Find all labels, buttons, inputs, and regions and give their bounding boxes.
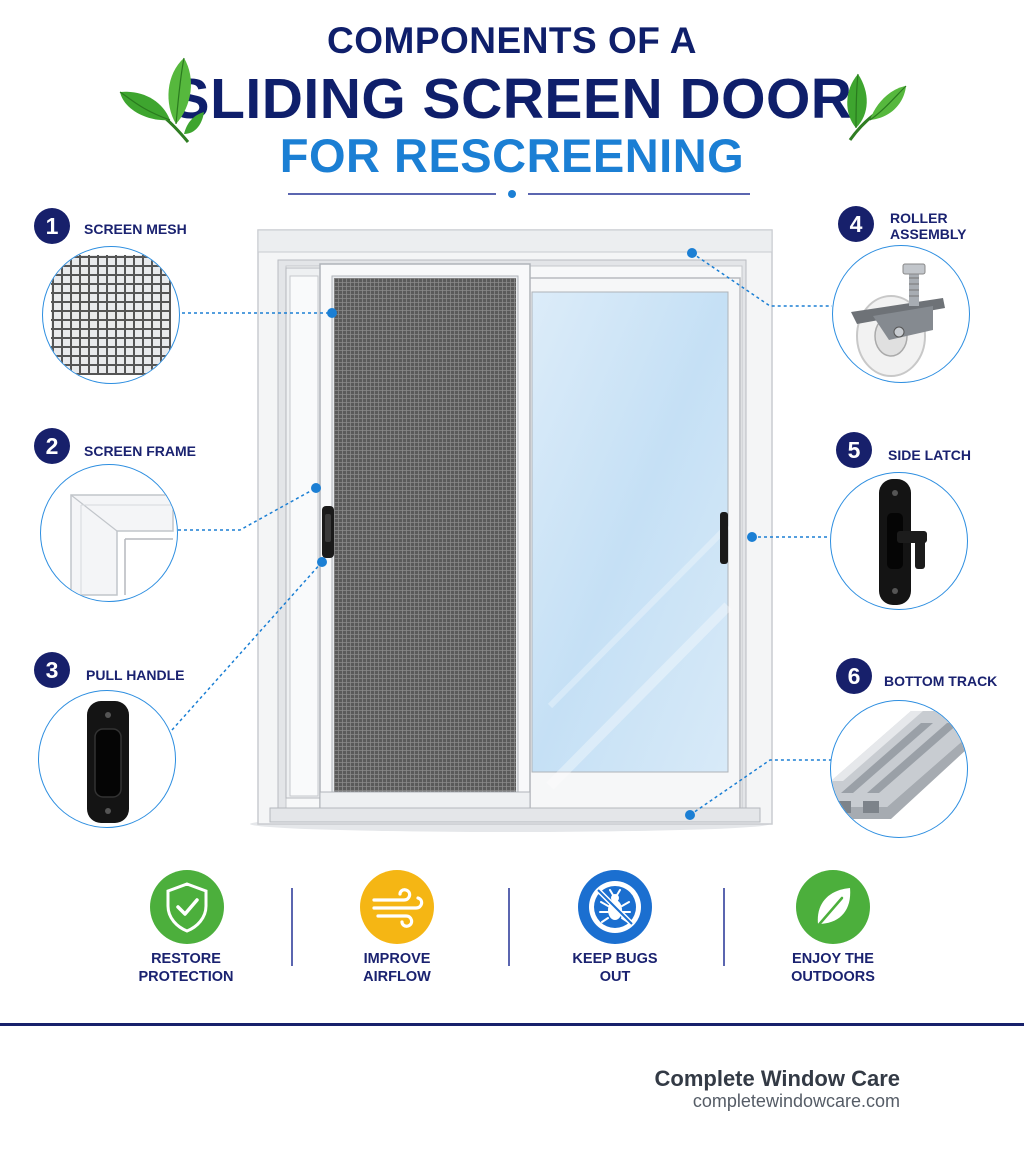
component-5-circle <box>830 472 968 610</box>
benefit-2-line1: IMPROVE <box>363 951 431 967</box>
benefit-2-label: IMPROVE AIRFLOW <box>322 950 472 986</box>
title-line-2: SLIDING SCREEN DOOR <box>171 67 853 131</box>
benefit-4-label: ENJOY THE OUTDOORS <box>758 950 908 986</box>
component-1-label: SCREEN MESH <box>84 221 187 237</box>
wind-icon <box>372 888 424 928</box>
shield-check-icon <box>166 882 208 933</box>
benefit-3-badge <box>578 870 652 944</box>
component-3-circle <box>38 690 176 828</box>
component-6-circle <box>830 700 968 838</box>
benefit-divider-1 <box>291 888 293 966</box>
no-bugs-icon <box>589 881 641 933</box>
component-4-label-line1: ROLLER <box>890 210 948 226</box>
title-line-1: COMPONENTS OF A <box>327 20 697 61</box>
title-line-3: FOR RESCREENING <box>279 129 745 182</box>
roller-assembly-icon <box>851 263 945 377</box>
component-4-circle <box>832 245 970 383</box>
benefit-4-line2: OUTDOORS <box>791 969 875 985</box>
benefit-3-line1: KEEP BUGS <box>572 951 658 967</box>
benefit-3-line2: OUT <box>599 969 631 985</box>
footer-url[interactable]: completewindowcare.com <box>692 1091 900 1111</box>
component-2-circle <box>40 464 178 602</box>
component-1-circle <box>42 246 180 384</box>
leaf-decoration-right-icon <box>847 73 907 141</box>
benefit-4-badge <box>796 870 870 944</box>
screen-frame-icon <box>70 494 174 596</box>
benefit-1-label: RESTORE PROTECTION <box>111 950 261 986</box>
component-6-number: 6 <box>836 658 872 694</box>
benefit-1-line1: RESTORE <box>151 951 221 967</box>
benefit-1-badge <box>150 870 224 944</box>
benefit-divider-3 <box>723 888 725 966</box>
title-rule-right <box>528 193 750 195</box>
component-6-label: BOTTOM TRACK <box>884 673 998 689</box>
component-2-number: 2 <box>34 428 70 464</box>
component-1-number: 1 <box>34 208 70 244</box>
benefit-4-line1: ENJOY THE <box>792 951 874 967</box>
component-3-number: 3 <box>34 652 70 688</box>
component-5-label: SIDE LATCH <box>888 447 971 463</box>
benefit-divider-2 <box>508 888 510 966</box>
bottom-track-icon <box>831 711 967 819</box>
component-2-label: SCREEN FRAME <box>84 443 197 459</box>
screen-mesh-icon <box>51 255 171 375</box>
sliding-screen-door-illustration <box>250 229 773 832</box>
side-latch-icon <box>879 479 927 605</box>
title-rule-left <box>288 193 496 195</box>
title-rule-dot <box>508 190 516 198</box>
leaf-decoration-left-icon <box>119 57 204 143</box>
component-4-number: 4 <box>838 206 874 242</box>
benefit-1-line2: PROTECTION <box>138 969 234 985</box>
component-3-label: PULL HANDLE <box>86 667 185 683</box>
benefit-3-label: KEEP BUGS OUT <box>540 950 690 986</box>
footer-brand: Complete Window Care <box>654 1066 901 1091</box>
component-5-number: 5 <box>836 432 872 468</box>
leaf-icon <box>814 888 851 930</box>
footer-divider <box>0 1023 1024 1026</box>
benefit-2-line2: AIRFLOW <box>363 969 431 985</box>
benefit-2-badge <box>360 870 434 944</box>
pull-handle-icon <box>87 701 129 823</box>
component-4-label-line2: ASSEMBLY <box>890 226 967 242</box>
